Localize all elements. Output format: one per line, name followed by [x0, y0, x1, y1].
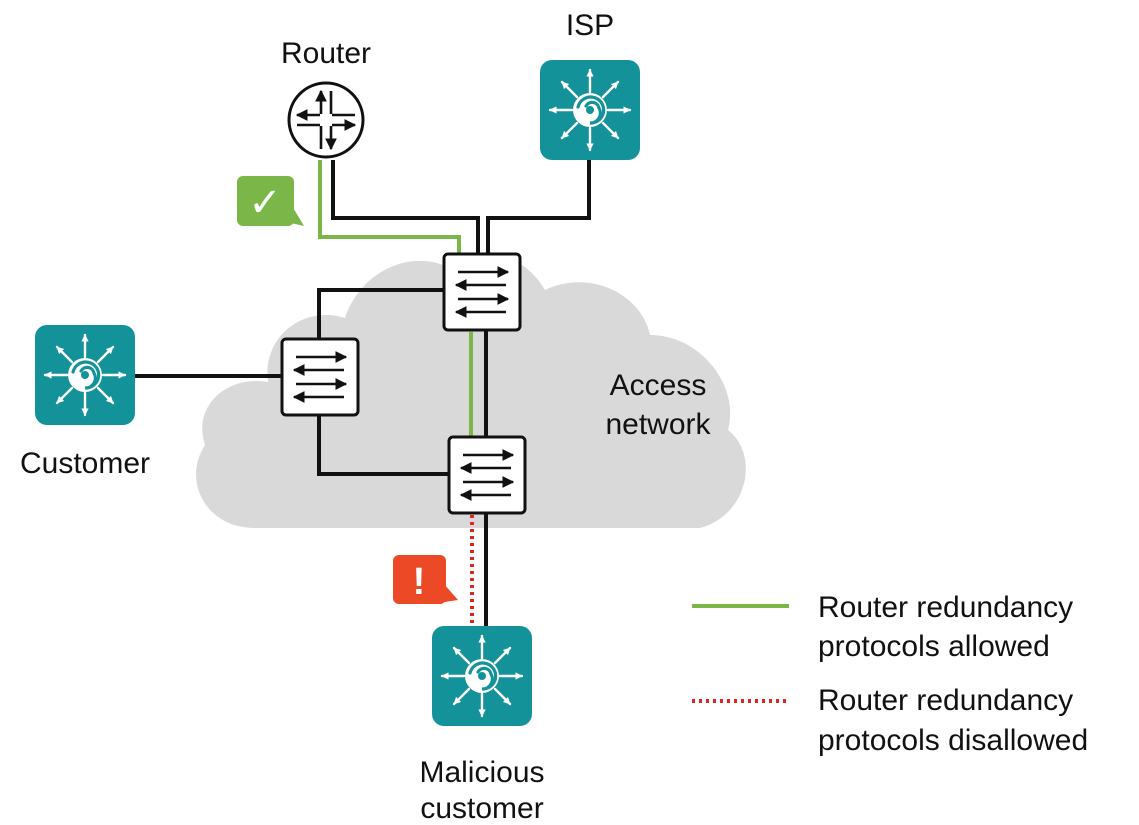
switch-bottom-icon [449, 437, 525, 513]
legend-allowed-line1: Router redundancy [818, 591, 1073, 624]
router-label: Router [281, 37, 371, 70]
check-icon: ✓ [248, 181, 282, 225]
customer-device-icon [35, 325, 135, 425]
link-switch-top-switch-mid [317, 288, 443, 339]
switch-top-icon [444, 254, 520, 330]
legend: Router redundancy protocols allowed Rout… [692, 591, 1088, 757]
malicious-customer-device-icon [432, 626, 532, 726]
network-links [134, 160, 591, 627]
allowed-protocol-path [318, 160, 473, 438]
legend-disallowed-line2: protocols disallowed [818, 724, 1088, 757]
exclamation-icon: ! [413, 561, 426, 603]
link-router-switch-top [331, 160, 480, 255]
router-icon [287, 81, 365, 159]
isp-device-icon [540, 60, 640, 160]
malicious-customer-label-line1: Malicious [419, 756, 544, 789]
access-network-label-line2: network [605, 408, 711, 441]
malicious-customer-label-line2: customer [420, 792, 543, 825]
warning-badge: ! [393, 555, 458, 604]
switch-middle-icon [282, 339, 358, 415]
customer-label: Customer [20, 447, 150, 480]
isp-label: ISP [566, 9, 614, 42]
link-switch-mid-switch-bottom [317, 415, 448, 476]
access-network-label-line1: Access [610, 369, 707, 402]
legend-disallowed-line1: Router redundancy [818, 684, 1073, 717]
link-isp-switch-top [486, 160, 591, 255]
legend-allowed-line2: protocols allowed [818, 630, 1050, 663]
allowed-check-badge: ✓ [237, 176, 304, 226]
